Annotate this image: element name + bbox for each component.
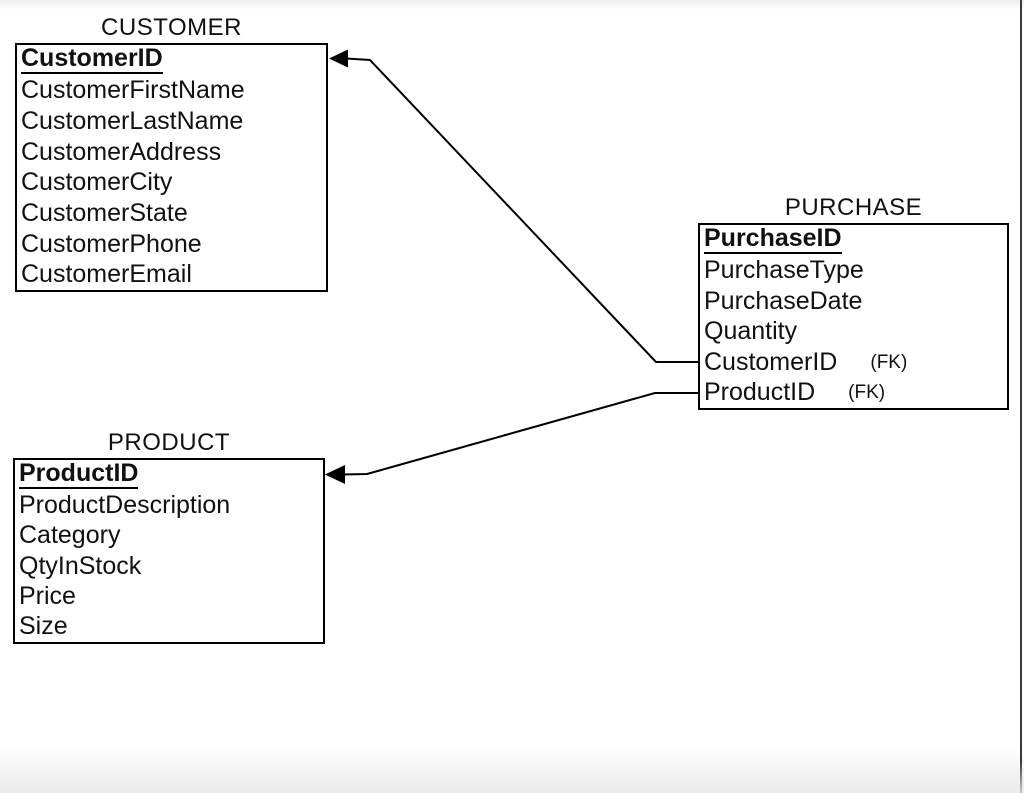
bottom-edge-shadow: [0, 748, 1024, 793]
foreign-key-tag: (FK): [870, 351, 908, 373]
entity-title-customer: CUSTOMER: [101, 14, 242, 41]
attribute-name: CustomerPhone: [21, 229, 202, 258]
attribute-row: Size: [19, 612, 323, 642]
arrowhead-to-customer-icon: [329, 49, 348, 68]
attribute-name: ProductID: [704, 378, 816, 407]
entity-title-purchase: PURCHASE: [784, 194, 923, 221]
attribute-name: CustomerEmail: [21, 260, 192, 289]
attribute-name: CustomerAddress: [21, 137, 222, 166]
attribute-name: CustomerFirstName: [21, 76, 245, 105]
attribute-name: CustomerLastName: [21, 107, 244, 136]
attribute-row: CustomerLastName: [21, 106, 326, 137]
attribute-row: Price: [19, 581, 323, 611]
attribute-row: CustomerState: [21, 198, 326, 229]
attribute-name: Price: [19, 581, 76, 610]
entity-title-product: PRODUCT: [107, 429, 231, 456]
attribute-row: Category: [19, 521, 323, 551]
primary-key-attribute: ProductID: [19, 459, 139, 490]
attribute-row: QtyInStock: [19, 551, 323, 581]
attribute-row: CustomerFirstName: [21, 76, 326, 107]
attribute-row: CustomerAddress: [21, 137, 326, 168]
top-edge-shadow: [0, 0, 1024, 10]
attribute-name: Quantity: [704, 317, 798, 346]
attribute-row: PurchaseType: [704, 256, 1007, 287]
primary-key-attribute: PurchaseID: [704, 224, 842, 255]
attribute-name: ProductDescription: [19, 490, 231, 519]
arrowhead-to-product-icon: [325, 465, 345, 484]
window-right-edge-line: [1020, 0, 1022, 793]
relationship-line-customer-purchase: [345, 57, 698, 363]
attribute-name: PurchaseDate: [704, 286, 863, 315]
attribute-name: Category: [19, 521, 121, 550]
attribute-row: CustomerID: [21, 45, 326, 76]
attribute-name: Size: [19, 612, 68, 641]
attribute-name: PurchaseType: [704, 256, 864, 285]
attribute-row: Quantity: [704, 317, 1007, 348]
attribute-row: PurchaseID: [704, 225, 1007, 256]
attribute-row: CustomerPhone: [21, 229, 326, 260]
attribute-row: CustomerCity: [21, 168, 326, 199]
attribute-name: CustomerCity: [21, 168, 173, 197]
relationship-line-product-purchase: [342, 392, 698, 476]
primary-key-attribute: CustomerID: [21, 44, 163, 75]
attribute-row: PurchaseDate: [704, 286, 1007, 317]
attribute-row: CustomerID (FK): [704, 347, 1007, 378]
foreign-key-tag: (FK): [848, 382, 886, 404]
attribute-name: CustomerID: [704, 347, 838, 376]
attribute-name: QtyInStock: [19, 551, 142, 580]
attribute-row: CustomerEmail: [21, 259, 326, 290]
attribute-row: ProductDescription: [19, 490, 323, 520]
attribute-row: ProductID (FK): [704, 378, 1007, 409]
attribute-name: CustomerState: [21, 198, 188, 227]
attribute-row: ProductID: [19, 460, 323, 490]
